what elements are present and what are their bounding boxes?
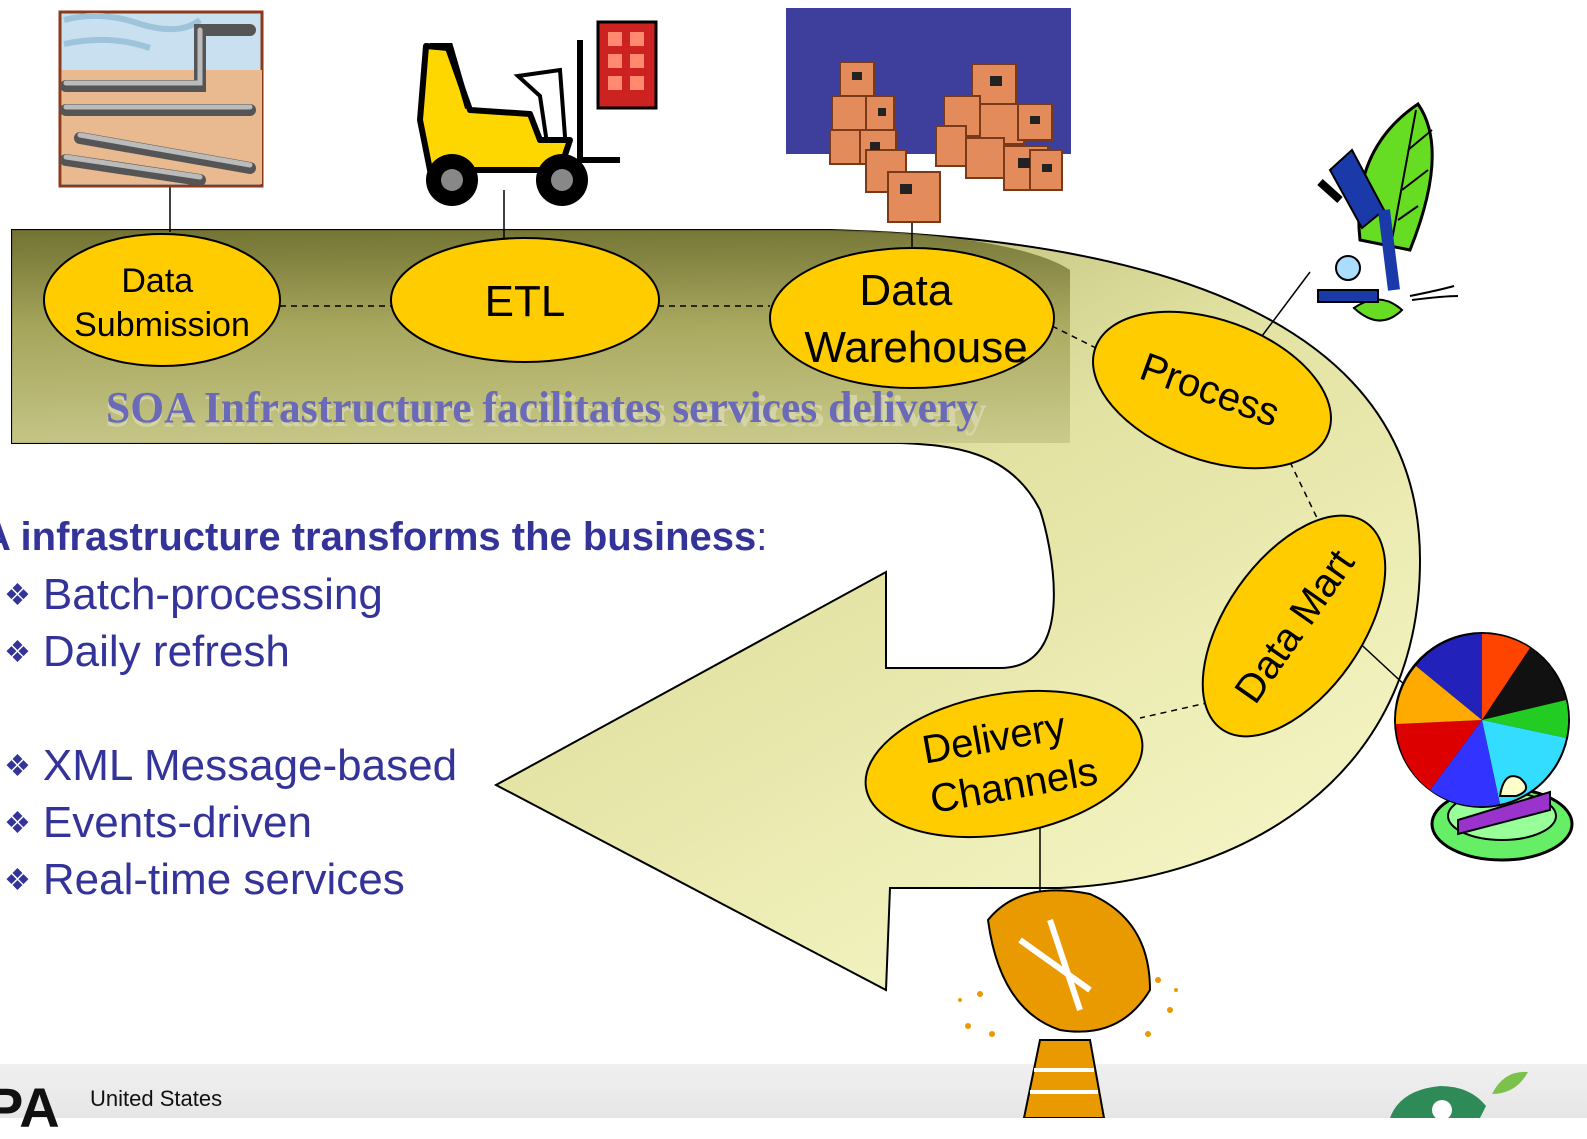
node-data-warehouse: Data Warehouse bbox=[769, 247, 1055, 389]
banner-text-shadow: SOA Infrastructure facilitates services … bbox=[105, 387, 986, 436]
bullet-item-text: Events-driven bbox=[42, 798, 312, 847]
node-label-line: Data bbox=[859, 266, 952, 315]
diamond-bullet-icon: ❖ bbox=[4, 579, 31, 612]
bullets-heading-suffix: : bbox=[756, 515, 768, 559]
bullet-item: ❖ XML Message-based bbox=[4, 741, 457, 792]
bullet-item-text: XML Message-based bbox=[42, 741, 458, 790]
node-delivery-channels: Delivery Channels bbox=[864, 689, 1144, 839]
bullet-item-text: Real-time services bbox=[42, 855, 405, 904]
bullet-item-text: Batch-processing bbox=[42, 570, 383, 619]
footer-org: PA United States bbox=[0, 1068, 400, 1136]
diamond-bullet-icon: ❖ bbox=[4, 636, 31, 669]
org-logo: PA bbox=[0, 1076, 60, 1139]
diamond-bullet-icon: ❖ bbox=[4, 750, 31, 783]
bullet-item: ❖ Daily refresh bbox=[4, 627, 290, 678]
leaf-logo-icon bbox=[1390, 1071, 1528, 1118]
svg-text:Data Submission: Data Submission bbox=[74, 262, 250, 344]
warehouse-boxes-icon bbox=[786, 8, 1071, 223]
node-data-submission: Data Submission bbox=[43, 233, 281, 367]
bullets-heading: A infrastructure transforms the business… bbox=[0, 514, 767, 560]
banner-text: SOA Infrastructure facilitates services … bbox=[106, 383, 978, 432]
svg-text:ETL: ETL bbox=[485, 277, 566, 326]
diamond-bullet-icon: ❖ bbox=[4, 864, 31, 897]
bullet-item: ❖ Real-time services bbox=[4, 855, 405, 906]
microscope-icon bbox=[1317, 101, 1459, 322]
org-name: United States bbox=[90, 1086, 223, 1111]
svg-text:Data Warehouse: Data Warehouse bbox=[804, 266, 1027, 372]
node-label-line: Data bbox=[121, 262, 193, 300]
pipes-icon bbox=[58, 10, 264, 188]
node-process: Process bbox=[1092, 310, 1332, 470]
bullet-item: ❖ Batch-processing bbox=[4, 570, 383, 621]
footer-band bbox=[0, 1064, 1587, 1118]
node-etl: ETL bbox=[390, 237, 660, 363]
bullet-item-text: Daily refresh bbox=[42, 627, 290, 676]
satellite-dish-icon bbox=[958, 889, 1178, 1118]
diamond-bullet-icon: ❖ bbox=[4, 807, 31, 840]
node-label-line: ETL bbox=[485, 277, 566, 326]
bullets-heading-text: A infrastructure transforms the business bbox=[0, 515, 757, 559]
node-label-line: Submission bbox=[74, 306, 250, 344]
pie-chart-icon bbox=[1394, 632, 1574, 862]
bullet-item: ❖ Events-driven bbox=[4, 798, 312, 849]
forklift-icon bbox=[417, 20, 658, 206]
node-label-line: Warehouse bbox=[804, 323, 1027, 372]
